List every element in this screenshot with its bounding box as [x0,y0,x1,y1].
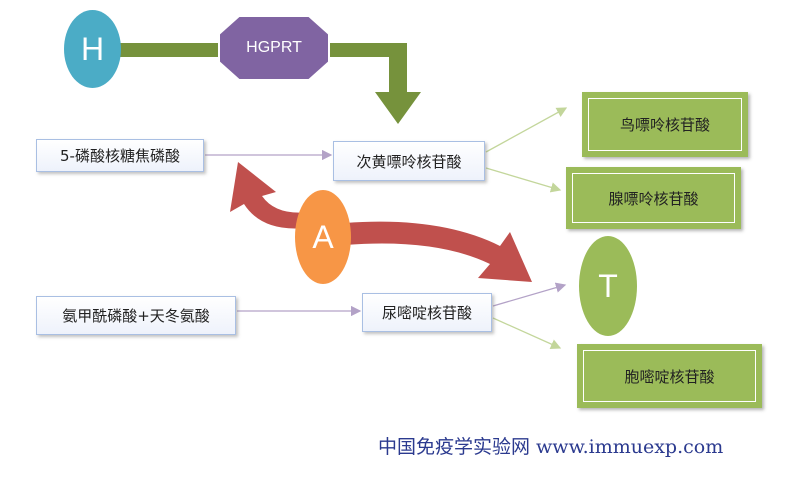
carbamoyl-box: 氨甲酰磷酸+天冬氨酸 [36,296,236,335]
hypoxanthine-to-adenine-line [485,167,562,193]
h-circle: H [64,10,121,88]
footer-watermark: 中国免疫学实验网 www.immuexp.com [378,436,724,458]
guanine-box: 鸟嘌呤核苷酸 [582,92,748,157]
prpp-label: 5-磷酸核糖焦磷酸 [60,147,180,165]
orotidine-label: 尿嘧啶核苷酸 [381,304,472,322]
a-circle: A [295,190,351,284]
cytidine-box: 胞嘧啶核苷酸 [577,344,762,408]
t-circle-label: T [598,267,618,304]
adenine-box: 腺嘌呤核苷酸 [566,167,741,229]
hgprt-label: HGPRT [246,39,302,56]
hgprt-olive-arrow [120,43,421,124]
orotidine-box: 尿嘧啶核苷酸 [362,293,492,332]
carbamoyl-label: 氨甲酰磷酸+天冬氨酸 [62,307,210,325]
guanine-label: 鸟嘌呤核苷酸 [619,116,710,134]
hypoxanthine-box: 次黄嘌呤核苷酸 [333,141,485,181]
orotidine-to-cytidine-line [492,317,562,350]
adenine-label: 腺嘌呤核苷酸 [608,189,699,208]
hgprt-enzyme: HGPRT [218,15,330,81]
t-circle: T [579,236,637,336]
red-curved-arrow-right [345,221,532,282]
h-circle-label: H [80,30,105,67]
a-circle-label: A [312,218,334,255]
red-curved-arrow-left [230,162,310,229]
hypoxanthine-label: 次黄嘌呤核苷酸 [356,152,462,171]
orotidine-to-t-line [492,282,567,307]
prpp-box: 5-磷酸核糖焦磷酸 [36,139,204,172]
cytidine-label: 胞嘧啶核苷酸 [624,367,715,386]
hypoxanthine-to-guanine-line [485,107,568,153]
